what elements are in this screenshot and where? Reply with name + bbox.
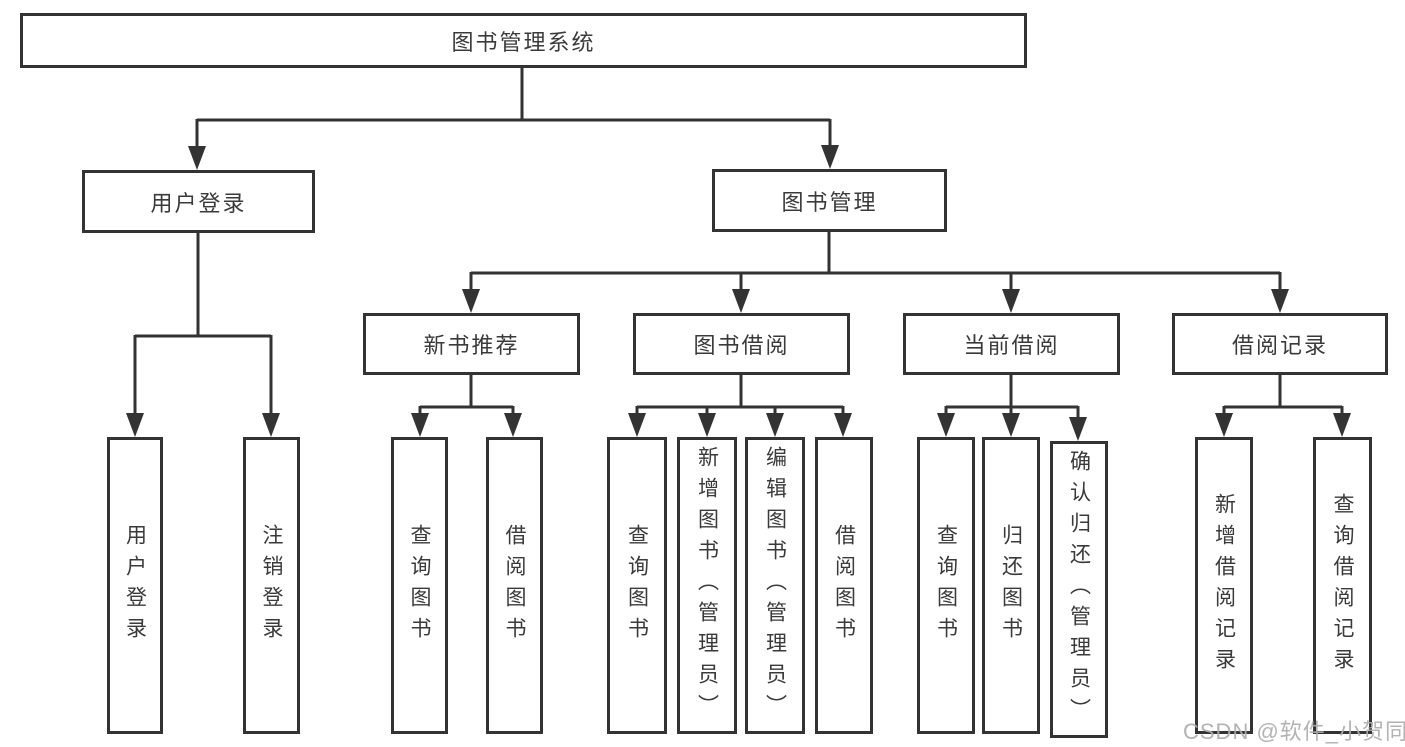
node-label: 图书管理 <box>781 189 878 215</box>
node-label: 借阅图书 <box>832 523 856 648</box>
node-label: 查询借阅记录 <box>1331 492 1354 679</box>
node-book-management: 图书管理 <box>712 169 947 232</box>
node-label: 当前借阅 <box>963 333 1060 358</box>
node-label: 新增图书（管理员） <box>695 446 719 725</box>
node-borrow-records: 借阅记录 <box>1172 313 1388 375</box>
leaf-nbr-query-books: 查询图书 <box>391 437 448 734</box>
leaf-nbr-borrow-books: 借阅图书 <box>486 437 543 734</box>
leaf-bb-query-books: 查询图书 <box>607 437 667 734</box>
edge-borrowrecords-to-leaves <box>1215 374 1351 437</box>
leaf-bb-edit-books-admin: 编辑图书（管理员） <box>745 437 805 734</box>
node-user-login-group: 用户登录 <box>82 170 315 233</box>
watermark: CSDN @软件_小贺同学 <box>1183 719 1405 744</box>
node-label: 图书管理系统 <box>451 29 596 55</box>
leaf-user-login: 用户登录 <box>107 437 163 734</box>
node-book-borrow: 图书借阅 <box>633 313 850 375</box>
node-current-borrow: 当前借阅 <box>903 313 1120 375</box>
node-new-book-recommend: 新书推荐 <box>363 313 580 375</box>
node-label: 编辑图书（管理员） <box>763 446 787 725</box>
node-label: 查询图书 <box>625 523 649 648</box>
edge-root-to-level2 <box>188 68 839 170</box>
node-label: 新增借阅记录 <box>1212 492 1236 679</box>
node-label: 用户登录 <box>123 523 147 648</box>
edge-currentborrow-to-leaves <box>937 374 1087 441</box>
node-label: 注销登录 <box>260 523 283 648</box>
node-label: 查询图书 <box>934 523 958 648</box>
edge-userlogin-to-leaves <box>126 233 280 437</box>
leaf-br-query-record: 查询借阅记录 <box>1313 437 1372 734</box>
node-root: 图书管理系统 <box>20 13 1027 68</box>
leaf-cb-return-books: 归还图书 <box>982 437 1040 734</box>
node-label: 图书借阅 <box>693 333 790 358</box>
leaf-bb-borrow-books: 借阅图书 <box>815 437 873 734</box>
leaf-bb-add-books-admin: 新增图书（管理员） <box>677 437 737 734</box>
edge-bookborrow-to-leaves <box>628 374 852 437</box>
node-label: 确认归还（管理员） <box>1067 450 1091 729</box>
node-label: 新书推荐 <box>423 333 520 358</box>
node-label: 借阅图书 <box>503 523 526 648</box>
leaf-cb-confirm-return-admin: 确认归还（管理员） <box>1050 441 1108 738</box>
leaf-logout: 注销登录 <box>243 437 300 734</box>
edge-bookmgmt-to-level3 <box>462 232 1289 313</box>
node-label: 查询图书 <box>408 523 431 648</box>
node-label: 借阅记录 <box>1231 333 1328 358</box>
node-label: 归还图书 <box>999 523 1023 648</box>
edge-newbookrec-to-leaves <box>411 374 522 437</box>
leaf-br-add-record: 新增借阅记录 <box>1195 437 1253 734</box>
leaf-cb-query-books: 查询图书 <box>917 437 975 734</box>
node-label: 用户登录 <box>150 190 247 216</box>
